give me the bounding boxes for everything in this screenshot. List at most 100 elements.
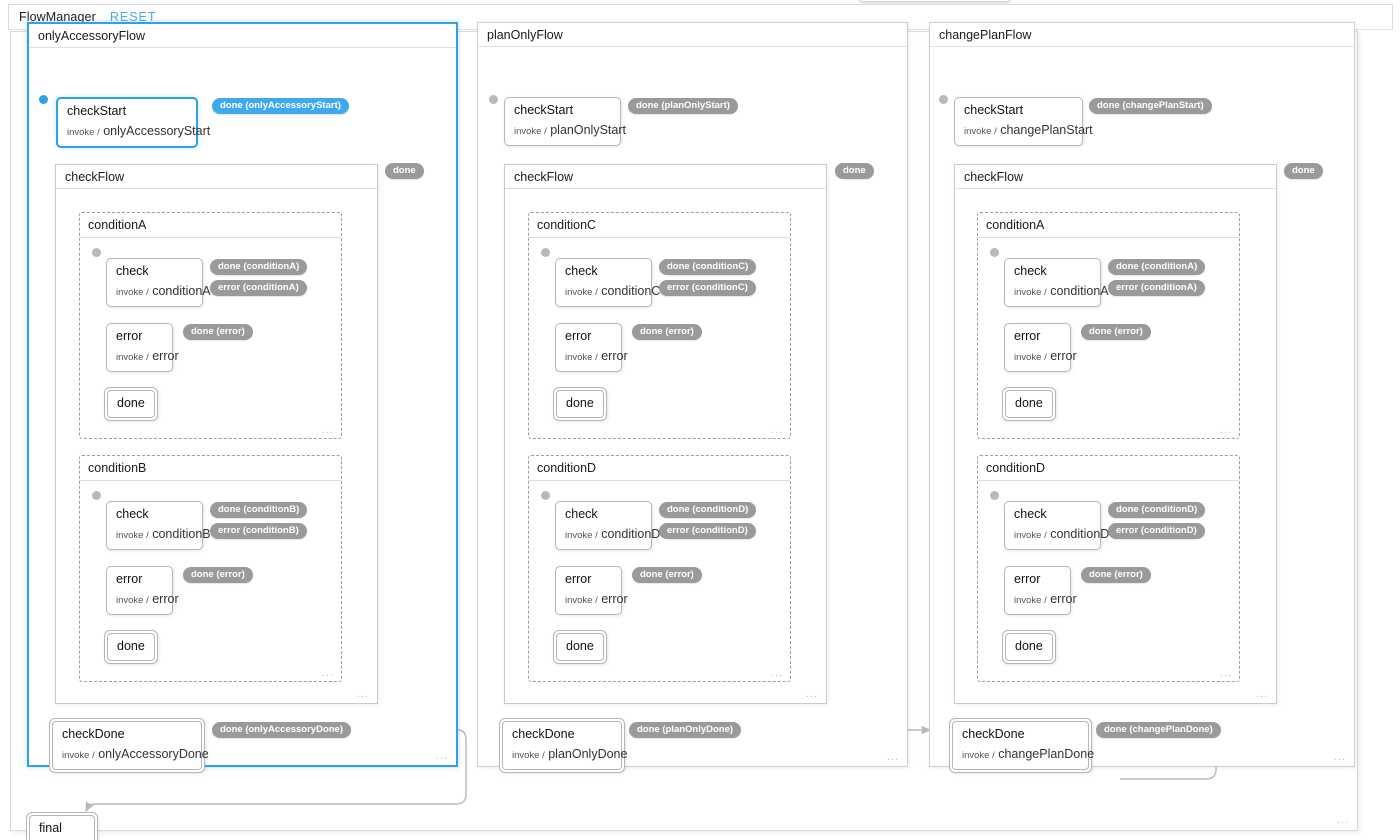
initial-state-dot: [990, 491, 999, 500]
reset-button[interactable]: RESET: [109, 10, 157, 24]
transition-badge[interactable]: error (conditionD): [659, 523, 756, 539]
substate-ellipsis[interactable]: ...: [805, 688, 818, 700]
transition-badge[interactable]: error (conditionA): [1108, 280, 1205, 296]
transition-badge[interactable]: error (conditionD): [1108, 523, 1205, 539]
region-title: conditionD: [529, 456, 790, 481]
state-error[interactable]: error invoke / error: [106, 323, 179, 372]
flow-ellipsis[interactable]: ...: [1333, 751, 1346, 763]
region-ellipsis[interactable]: ...: [1219, 667, 1232, 679]
state-check[interactable]: check invoke / conditionA: [106, 258, 211, 307]
state-name: checkDone: [512, 727, 575, 741]
state-check[interactable]: check invoke / conditionA: [1004, 258, 1109, 307]
final-state[interactable]: final: [26, 812, 98, 840]
state-check[interactable]: check invoke / conditionD: [555, 501, 660, 550]
state-checkStart[interactable]: checkStart invoke / changePlanStart: [954, 97, 1093, 146]
transition-badge[interactable]: done (onlyAccessoryDone): [212, 722, 351, 738]
initial-state-dot: [92, 491, 101, 500]
state-check[interactable]: check invoke / conditionD: [1004, 501, 1109, 550]
initial-state-dot: [939, 95, 948, 104]
region-ellipsis[interactable]: ...: [770, 667, 783, 679]
transition-badge[interactable]: done (error): [183, 567, 253, 583]
transition-badge[interactable]: done (error): [632, 567, 702, 583]
transition-badge[interactable]: done (error): [1081, 567, 1151, 583]
transition-badge[interactable]: done (conditionB): [210, 502, 308, 518]
invoke-keyword: invoke /: [1014, 595, 1047, 606]
state-checkDone[interactable]: checkDone invoke / onlyAccessoryDone: [49, 718, 209, 773]
transition-badge[interactable]: error (conditionA): [210, 280, 307, 296]
state-name: error: [565, 329, 592, 343]
transition-badge[interactable]: done (planOnlyStart): [628, 98, 738, 114]
transition-badge[interactable]: done: [1284, 163, 1323, 179]
state-error[interactable]: error invoke / error: [555, 323, 628, 372]
transition-badge[interactable]: done (conditionA): [1108, 259, 1206, 275]
region-ellipsis[interactable]: ...: [321, 667, 334, 679]
state-error[interactable]: error invoke / error: [555, 566, 628, 615]
transition-badge[interactable]: done (conditionD): [1108, 502, 1206, 518]
region-title: conditionD: [978, 456, 1239, 481]
substate-ellipsis[interactable]: ...: [1255, 688, 1268, 700]
region-conditionA[interactable]: conditionA ...: [977, 212, 1240, 439]
region-ellipsis[interactable]: ...: [1219, 424, 1232, 436]
state-check[interactable]: check invoke / conditionB: [106, 501, 211, 550]
region-conditionB[interactable]: conditionB ...: [79, 455, 342, 682]
substate-ellipsis[interactable]: ...: [356, 688, 369, 700]
transition-badge[interactable]: done (error): [183, 324, 253, 340]
state-checkDone[interactable]: checkDone invoke / changePlanDone: [949, 718, 1094, 773]
final-state-done[interactable]: done: [1002, 630, 1056, 664]
transition-badge[interactable]: done (error): [632, 324, 702, 340]
region-ellipsis[interactable]: ...: [770, 424, 783, 436]
state-invoke: invoke / error: [565, 592, 628, 608]
state-error[interactable]: error invoke / error: [1004, 323, 1077, 372]
region-conditionD[interactable]: conditionD ...: [528, 455, 791, 682]
transition-badge[interactable]: done (error): [1081, 324, 1151, 340]
state-checkStart[interactable]: checkStart invoke / planOnlyStart: [504, 97, 626, 146]
initial-state-dot: [541, 491, 550, 500]
state-name: done: [1015, 639, 1043, 653]
invoke-target: conditionD: [1050, 527, 1110, 541]
region-ellipsis[interactable]: ...: [321, 424, 334, 436]
flow-ellipsis[interactable]: ...: [886, 751, 899, 763]
invoke-keyword: invoke /: [1014, 352, 1047, 363]
transition-badge[interactable]: done: [385, 163, 424, 179]
state-name: check: [1014, 507, 1047, 521]
final-state-done[interactable]: done: [553, 387, 607, 421]
state-check[interactable]: check invoke / conditionC: [555, 258, 660, 307]
transition-badge[interactable]: done (planOnlyDone): [629, 722, 742, 738]
transition-badge[interactable]: done (conditionD): [659, 502, 757, 518]
final-state-done[interactable]: done: [553, 630, 607, 664]
state-error[interactable]: error invoke / error: [106, 566, 179, 615]
invoke-keyword: invoke /: [565, 287, 598, 298]
invoke-keyword: invoke /: [512, 750, 545, 761]
state-checkDone[interactable]: checkDone invoke / planOnlyDone: [499, 718, 627, 773]
substate-title: checkFlow: [955, 165, 1276, 189]
flow-ellipsis[interactable]: ...: [435, 750, 448, 762]
invoke-keyword: invoke /: [514, 126, 547, 137]
machine-ellipsis[interactable]: ...: [1336, 814, 1349, 826]
final-state-done[interactable]: done: [1002, 387, 1056, 421]
transition-badge[interactable]: error (conditionC): [659, 280, 756, 296]
state-name: done: [1015, 396, 1043, 410]
transition-badge[interactable]: done: [835, 163, 874, 179]
state-error[interactable]: error invoke / error: [1004, 566, 1077, 615]
region-conditionA[interactable]: conditionA ...: [79, 212, 342, 439]
region-conditionD[interactable]: conditionD ...: [977, 455, 1240, 682]
transition-badge[interactable]: error (conditionB): [210, 523, 307, 539]
invoke-keyword: invoke /: [116, 595, 149, 606]
state-checkStart[interactable]: checkStart invoke / onlyAccessoryStart: [56, 97, 210, 148]
state-invoke: invoke / onlyAccessoryDone: [62, 747, 209, 763]
invoke-target: changePlanStart: [1000, 123, 1093, 137]
region-conditionC[interactable]: conditionC ...: [528, 212, 791, 439]
state-invoke: invoke / conditionA: [116, 284, 211, 300]
state-name: checkStart: [964, 103, 1024, 117]
initial-state-dot: [39, 95, 48, 104]
transition-badge[interactable]: done (conditionC): [659, 259, 757, 275]
transition-badge[interactable]: done (conditionA): [210, 259, 308, 275]
transition-badge[interactable]: done (onlyAccessoryStart): [212, 98, 349, 114]
transition-badge[interactable]: done (changePlanDone): [1096, 722, 1221, 738]
state-invoke: invoke / error: [1014, 592, 1077, 608]
final-state-done[interactable]: done: [104, 387, 158, 421]
final-state-done[interactable]: done: [104, 630, 158, 664]
transition-badge[interactable]: done (changePlanStart): [1089, 98, 1212, 114]
invoke-target: conditionC: [601, 284, 661, 298]
initial-state-dot: [92, 248, 101, 257]
